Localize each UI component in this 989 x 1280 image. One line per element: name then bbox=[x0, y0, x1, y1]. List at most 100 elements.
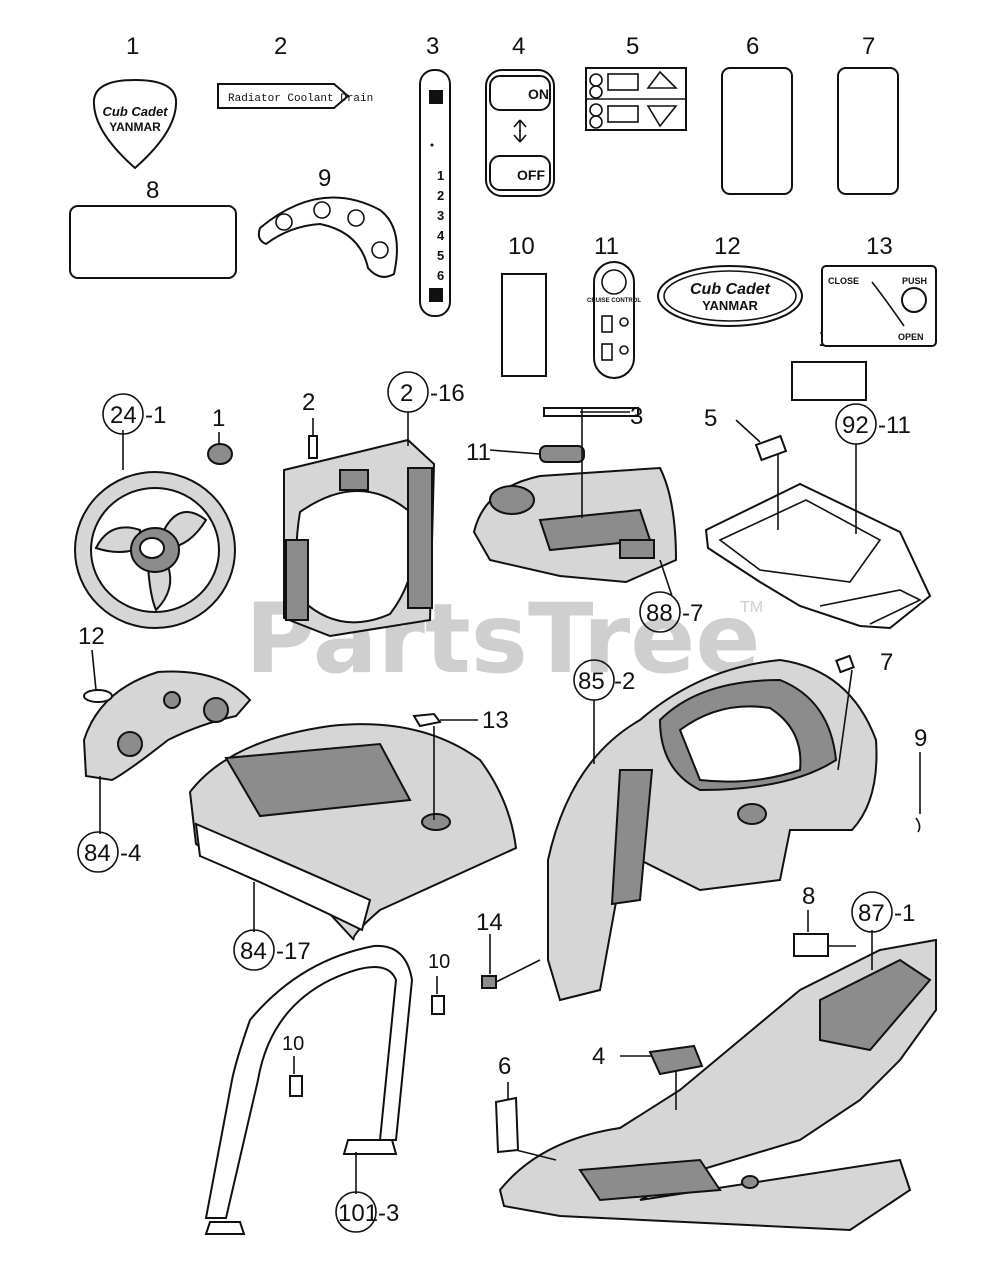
decal-number-6: 6 bbox=[746, 33, 759, 60]
speed-mark-3: 3 bbox=[437, 208, 444, 223]
grille bbox=[283, 438, 436, 638]
callout-dash-strip: 3 bbox=[630, 403, 643, 430]
decal-number-8: 8 bbox=[146, 177, 159, 204]
callout-rops-suffix: -3 bbox=[378, 1200, 399, 1227]
callout-rops-circle: 101 bbox=[338, 1200, 378, 1227]
console-decal-9 bbox=[915, 817, 921, 833]
callout-dash-decal: 11 bbox=[466, 439, 491, 466]
callout-hood-suffix: -17 bbox=[276, 938, 311, 965]
decal-number-10: 10 bbox=[508, 233, 535, 260]
callout-grille-suffix: -16 bbox=[430, 380, 465, 407]
speed-mark-4: 4 bbox=[437, 228, 445, 243]
callout-circle-tray bbox=[835, 403, 877, 445]
console-decal-7 bbox=[835, 654, 855, 674]
decal-number-12: 12 bbox=[714, 233, 741, 260]
steering-decal-cap bbox=[207, 443, 233, 465]
fender-decal-6 bbox=[494, 1096, 520, 1154]
decal-number-11: 11 bbox=[594, 233, 619, 260]
close-label: CLOSE bbox=[828, 276, 859, 286]
callout-circle-console bbox=[573, 659, 615, 701]
callout-fender-decal-8: 8 bbox=[802, 883, 815, 910]
decal-number-5: 5 bbox=[626, 33, 639, 60]
decal-number-1: 1 bbox=[126, 33, 139, 60]
decal-4-on-off: ON OFF bbox=[485, 69, 555, 197]
decal-3-speed-strip: 1 2 3 4 5 6 bbox=[419, 69, 451, 317]
decal-5-tractor-icons bbox=[585, 67, 687, 131]
dash-decal bbox=[539, 445, 585, 463]
callout-rops-decal-b: 10 bbox=[282, 1033, 304, 1055]
rops-decal-a bbox=[431, 995, 445, 1015]
speed-mark-6: 6 bbox=[437, 268, 444, 283]
callout-circle-dash bbox=[639, 591, 681, 633]
speed-mark-1: 1 bbox=[437, 168, 444, 183]
callout-steering-decal: 1 bbox=[212, 405, 225, 432]
badge-line2: YANMAR bbox=[109, 120, 161, 134]
decal-number-7: 7 bbox=[862, 33, 875, 60]
callout-headlight-suffix: -4 bbox=[120, 840, 141, 867]
console-body bbox=[547, 658, 878, 1002]
decal-8-blank bbox=[69, 205, 237, 279]
callout-dash-suffix: -7 bbox=[682, 600, 703, 627]
callout-tray-decal: 5 bbox=[704, 405, 717, 432]
decal-number-3: 3 bbox=[426, 33, 439, 60]
callout-hood-decal: 13 bbox=[482, 707, 509, 734]
decal-14-blank bbox=[791, 361, 867, 401]
decal-number-4: 4 bbox=[512, 33, 525, 60]
callout-circle-hood bbox=[233, 929, 275, 971]
tray bbox=[704, 482, 932, 630]
callout-headlight-circle: 84 bbox=[84, 840, 111, 867]
callout-fender-suffix: -1 bbox=[894, 900, 915, 927]
decal-12-oval-logo: Cub Cadet YANMAR bbox=[657, 265, 803, 327]
decal-number-9: 9 bbox=[318, 165, 331, 192]
watermark-tm: TM bbox=[740, 599, 763, 616]
callout-fender-circle: 87 bbox=[858, 900, 885, 927]
oval-logo-line2: YANMAR bbox=[702, 298, 758, 313]
off-label: OFF bbox=[517, 167, 545, 183]
hood-decal bbox=[412, 712, 442, 728]
callout-fender-decal-4: 4 bbox=[592, 1043, 605, 1070]
hood bbox=[188, 723, 518, 941]
speed-mark-5: 5 bbox=[437, 248, 444, 263]
fender-decal-8 bbox=[793, 933, 829, 957]
callout-tray-suffix: -11 bbox=[878, 412, 911, 439]
decal-13-close-open: CLOSE PUSH OPEN bbox=[821, 265, 937, 347]
callout-grille-decal: 2 bbox=[302, 389, 315, 416]
callout-console-decal-9: 9 bbox=[914, 725, 927, 752]
decal-6-blank bbox=[721, 67, 793, 195]
headlight-decal bbox=[83, 689, 113, 703]
callout-circle-grille bbox=[387, 371, 429, 413]
decal-9-arc bbox=[257, 196, 398, 278]
console-decal-14 bbox=[481, 975, 497, 989]
fender-decal-4 bbox=[648, 1044, 704, 1076]
callout-fender-decal-6: 6 bbox=[498, 1053, 511, 1080]
callout-console-circle: 85 bbox=[578, 668, 605, 695]
callout-circle-steering bbox=[102, 393, 144, 435]
callout-dash-circle: 88 bbox=[646, 600, 673, 627]
cruise-label: CRUISE CONTROL bbox=[587, 298, 641, 304]
callout-circle-rops bbox=[335, 1191, 377, 1233]
decal-number-13: 13 bbox=[866, 233, 893, 260]
callout-console-decal-14: 14 bbox=[476, 909, 503, 936]
decal-number-2: 2 bbox=[274, 33, 287, 60]
radiator-label: Radiator Coolant Drain bbox=[228, 93, 373, 105]
badge-line1: Cub Cadet bbox=[103, 104, 169, 119]
rops-bar bbox=[204, 944, 414, 1235]
callout-rops-decal-a: 10 bbox=[428, 951, 450, 973]
callout-circle-fender bbox=[851, 891, 893, 933]
headlight bbox=[82, 670, 252, 782]
push-label: PUSH bbox=[902, 276, 927, 286]
fender-footrest bbox=[498, 938, 937, 1232]
callout-console-suffix: -2 bbox=[614, 668, 635, 695]
on-label: ON bbox=[528, 86, 549, 102]
decal-2-radiator-arrow: Radiator Coolant Drain bbox=[217, 83, 373, 109]
steering-wheel bbox=[74, 471, 236, 629]
speed-mark-2: 2 bbox=[437, 188, 444, 203]
decal-10-blank bbox=[501, 273, 547, 377]
decal-11-cruise-control: CRUISE CONTROL bbox=[587, 261, 641, 379]
callout-steering-circle: 24 bbox=[110, 402, 137, 429]
callout-tray-circle: 92 bbox=[842, 412, 869, 439]
oval-logo-line1: Cub Cadet bbox=[690, 281, 771, 298]
callout-console-decal-7: 7 bbox=[880, 649, 893, 676]
grille-decal bbox=[308, 435, 318, 459]
